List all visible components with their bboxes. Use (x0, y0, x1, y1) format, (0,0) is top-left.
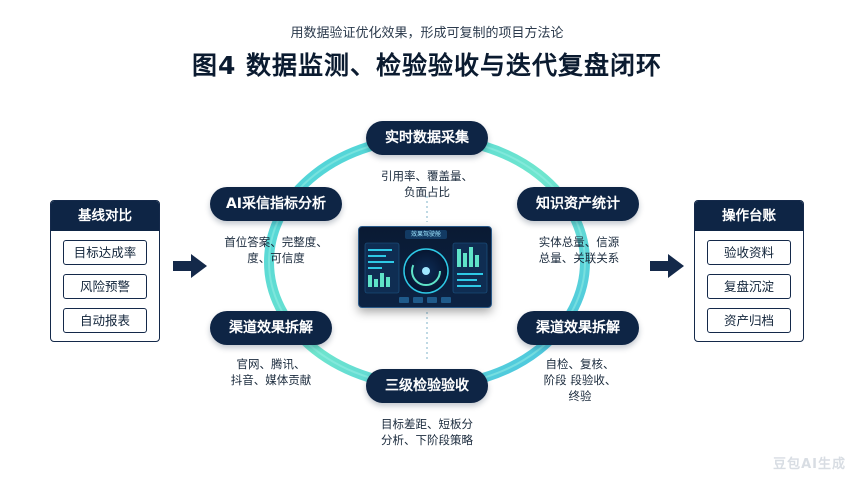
node-channel-effect-breakdown-left[interactable]: 渠道效果拆解 (210, 311, 332, 345)
note-line: 度、可信度 (247, 251, 305, 265)
note-channel-effect-breakdown-right: 自检、复核、 阶段 段验收、 终验 (528, 356, 632, 404)
node-knowledge-asset-stats[interactable]: 知识资产统计 (517, 187, 639, 221)
dashboard-bottom-row (399, 297, 451, 303)
arrow-right-icon (650, 254, 684, 278)
note-realtime-data-collection: 引用率、覆盖量、 负面占比 (352, 168, 502, 200)
note-line: 抖音、媒体贡献 (230, 373, 312, 387)
right-panel-title: 操作台账 (695, 201, 803, 231)
dashboard-graphics (364, 242, 488, 303)
note-line: 总量、关联关系 (538, 251, 620, 265)
note-line: 负面占比 (404, 185, 450, 199)
left-panel-item[interactable]: 目标达成率 (63, 240, 147, 265)
dashboard-left-bars (368, 249, 394, 287)
page-title: 图4 数据监测、检验验收与迭代复盘闭环 (191, 51, 663, 80)
note-line: 分析、下阶段策略 (381, 433, 473, 447)
right-panel-item[interactable]: 复盘沉淀 (707, 274, 791, 299)
note-line: 首位答案、完整度、 (224, 235, 328, 249)
note-three-level-inspection: 目标差距、短板分 分析、下阶段策略 (347, 416, 507, 448)
left-panel-item[interactable]: 自动报表 (63, 308, 147, 333)
right-panel-item[interactable]: 资产归档 (707, 308, 791, 333)
note-channel-effect-breakdown-left: 官网、腾讯、 抖音、媒体贡献 (210, 356, 332, 388)
note-line: 官网、腾讯、 (236, 357, 306, 371)
note-knowledge-asset-stats: 实体总量、信源 总量、关联关系 (514, 234, 644, 266)
dashboard-dial-core (422, 267, 430, 275)
left-panel-item[interactable]: 风险预警 (63, 274, 147, 299)
left-panel-baseline: 基线对比 目标达成率 风险预警 自动报表 (50, 200, 160, 342)
watermark: 豆包AI生成 (773, 457, 846, 472)
node-ai-adoption-analysis[interactable]: AI采信指标分析 (210, 187, 342, 221)
page-subtitle: 用数据验证优化效果，形成可复制的项目方法论 (290, 26, 564, 41)
node-three-level-inspection[interactable]: 三级检验验收 (366, 369, 488, 403)
note-line: 阶段 段验收、 (543, 373, 617, 387)
note-line: 自检、复核、 (545, 357, 615, 371)
note-line: 目标差距、短板分 (381, 417, 473, 431)
node-channel-effect-breakdown-right[interactable]: 渠道效果拆解 (517, 311, 639, 345)
dashboard-dial-inner (411, 256, 441, 286)
arrow-right-icon (173, 254, 207, 278)
dashboard-screen: 效果驾驶舱 (358, 226, 492, 308)
right-panel-operation-ledger: 操作台账 验收资料 复盘沉淀 资产归档 (694, 200, 804, 342)
note-line: 引用率、覆盖量、 (381, 169, 473, 183)
note-line: 终验 (568, 389, 592, 403)
dashboard-right-bars (457, 247, 483, 287)
note-line: 实体总量、信源 (538, 235, 620, 249)
note-ai-adoption-analysis: 首位答案、完整度、 度、可信度 (206, 234, 346, 266)
node-realtime-data-collection[interactable]: 实时数据采集 (366, 121, 488, 155)
left-panel-title: 基线对比 (51, 201, 159, 231)
right-panel-item[interactable]: 验收资料 (707, 240, 791, 265)
dashboard-title: 效果驾驶舱 (405, 230, 447, 239)
